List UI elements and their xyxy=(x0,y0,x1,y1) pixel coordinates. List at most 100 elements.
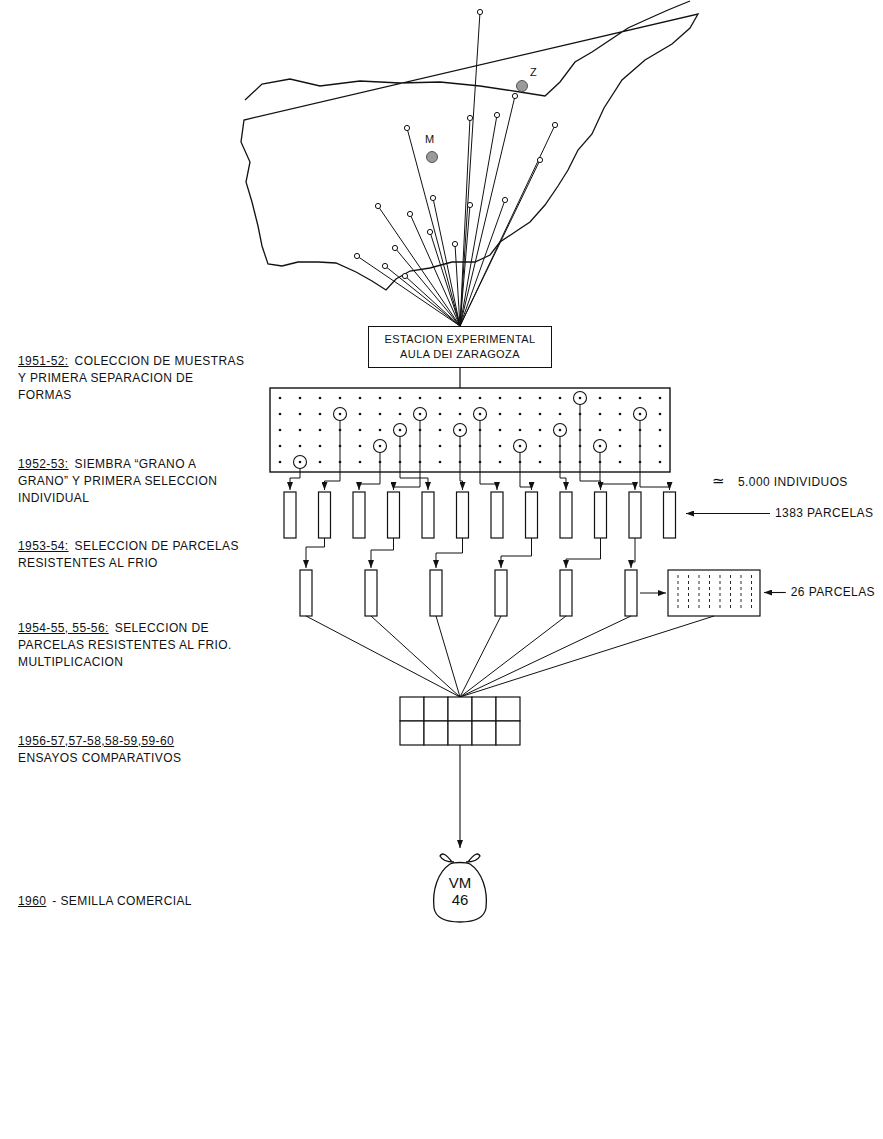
sample-point xyxy=(430,195,435,200)
year-label: 1953-54: xyxy=(18,539,69,553)
year-label: 1952-53: xyxy=(18,457,69,471)
seed-dot xyxy=(559,397,562,400)
multiplication-row xyxy=(730,575,731,611)
seed-dot xyxy=(619,429,622,432)
collection-ray xyxy=(405,276,460,326)
sample-point xyxy=(427,229,432,234)
trial-cell xyxy=(400,697,424,721)
seed-dot xyxy=(299,397,302,400)
selection-arrow xyxy=(520,453,532,491)
seed-dot xyxy=(339,413,342,416)
seed-dot xyxy=(319,413,322,416)
selection-arrow xyxy=(480,421,497,491)
trial-cell xyxy=(424,721,448,745)
seed-dot xyxy=(519,429,522,432)
seed-dot xyxy=(399,397,402,400)
seed-dot xyxy=(359,461,362,464)
collection-ray xyxy=(460,200,505,326)
seed-dot xyxy=(299,429,302,432)
row-arrow xyxy=(501,538,532,568)
sample-point xyxy=(552,122,557,127)
year-label: 1954-55, 55-56: xyxy=(18,621,109,635)
seed-dot xyxy=(379,397,382,400)
trial-line xyxy=(306,616,460,697)
city-label: M xyxy=(425,133,435,145)
seed-dot xyxy=(439,445,442,448)
row-arrow xyxy=(436,538,463,568)
collection-ray xyxy=(395,248,460,326)
step-label: ENSAYOS COMPARATIVOS xyxy=(18,750,258,767)
multiplication-row xyxy=(699,575,700,611)
sample-point xyxy=(537,157,542,162)
seed-dot xyxy=(299,461,302,464)
seed-dot xyxy=(359,397,362,400)
year-label: 1960 xyxy=(18,894,46,908)
label-group: 1951-52:COLECCION DE MUESTRAS Y PRIMERA … xyxy=(18,353,246,404)
multiplication-row xyxy=(688,575,689,611)
trial-cell xyxy=(424,697,448,721)
seed-dot xyxy=(619,445,622,448)
city-label: Z xyxy=(530,66,537,78)
seed-dot xyxy=(519,413,522,416)
plot xyxy=(560,492,572,538)
plot xyxy=(284,492,296,538)
seed-dot xyxy=(579,397,582,400)
selected-plant xyxy=(634,408,647,421)
seed-dot xyxy=(419,413,422,416)
sample-point xyxy=(392,245,397,250)
seed-dot xyxy=(479,397,482,400)
seed-dot xyxy=(319,445,322,448)
collection-ray xyxy=(357,256,460,326)
sample-point xyxy=(407,211,412,216)
plot xyxy=(491,492,503,538)
seed-dot xyxy=(599,429,602,432)
selection-arrow xyxy=(325,421,341,491)
seed-dot xyxy=(559,413,562,416)
selected-plant xyxy=(454,424,467,437)
city-dot xyxy=(517,81,528,92)
label-group: 1953-54:SELECCION DE PARCELAS RESISTENTE… xyxy=(18,538,246,572)
seed-dot xyxy=(599,445,602,448)
year-label: 1956-57,57-58,58-59,59-60 xyxy=(18,734,174,748)
node-text: VM 46 xyxy=(449,874,472,908)
label-group: Z xyxy=(530,64,537,81)
sample-point xyxy=(467,115,472,120)
selected-plant xyxy=(294,456,307,469)
station-line xyxy=(459,368,460,388)
row-arrow xyxy=(371,538,394,568)
release-arrow xyxy=(459,745,460,848)
plot xyxy=(625,570,637,616)
seed-dot xyxy=(499,397,502,400)
seed-dot xyxy=(359,445,362,448)
collection-ray xyxy=(385,266,460,326)
seed-dot xyxy=(639,397,642,400)
plot xyxy=(430,570,442,616)
plot xyxy=(365,570,377,616)
selected-plant xyxy=(574,392,587,405)
sample-point xyxy=(477,9,482,14)
plots-row-2 xyxy=(300,570,637,616)
iberia-map xyxy=(241,1,698,290)
trial-lines xyxy=(306,616,714,697)
label-group: 1952-53:SIEMBRA “GRANO A GRANO” Y PRIMER… xyxy=(18,456,246,507)
seed-dot xyxy=(619,397,622,400)
collection-ray xyxy=(455,244,460,326)
trial-cell xyxy=(448,697,472,721)
seed-dot xyxy=(659,461,662,464)
selected-plants xyxy=(294,392,647,469)
sample-point xyxy=(375,203,380,208)
seed-dot xyxy=(539,461,542,464)
seed-dot xyxy=(319,461,322,464)
seed-dot xyxy=(619,413,622,416)
trial-line xyxy=(460,616,631,697)
selected-plant xyxy=(334,408,347,421)
row-arrow xyxy=(306,538,325,568)
sample-point xyxy=(402,273,407,278)
plot xyxy=(388,492,400,538)
selected-plant xyxy=(514,440,527,453)
multiplication-row xyxy=(709,575,710,611)
plot xyxy=(353,492,365,538)
multiplication-arrow xyxy=(640,593,666,594)
city-dot xyxy=(427,152,438,163)
